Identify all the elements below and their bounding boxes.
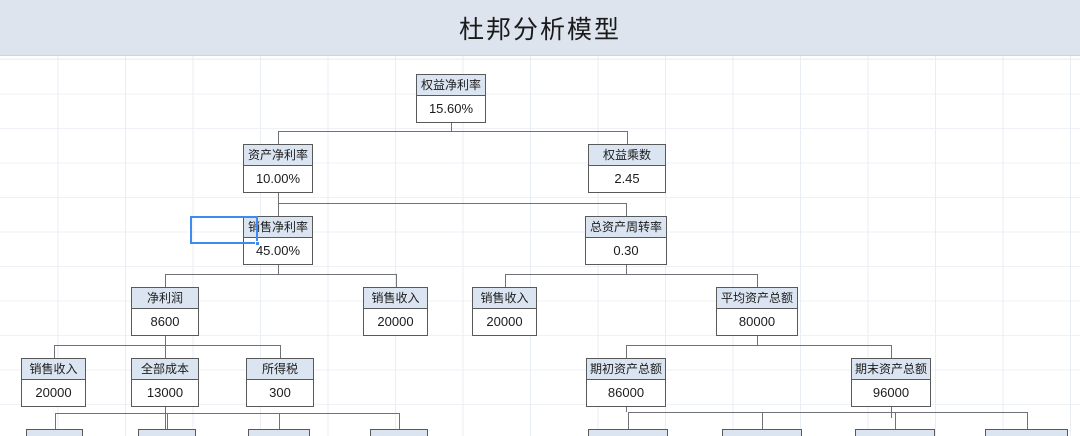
node-value: 20000 [473,309,536,335]
connector-vertical [279,413,280,429]
fill-handle[interactable] [255,241,260,246]
node-value: 2.45 [589,166,665,192]
node-label [723,430,801,436]
node-label: 销售收入 [22,359,85,380]
spreadsheet-canvas[interactable]: 权益净利率15.60%资产净利率10.00%权益乘数2.45销售净利率45.00… [0,56,1080,436]
connector-vertical [628,412,629,429]
connector-horizontal [278,131,627,132]
node-revenue-3[interactable]: 销售收入20000 [21,358,86,407]
node-label [139,430,195,436]
node-label [856,430,934,436]
node-revenue-1[interactable]: 销售收入20000 [363,287,428,336]
node-label: 资产净利率 [244,145,312,166]
connector-vertical [165,274,166,287]
partial-node-p7[interactable] [855,429,935,436]
node-value: 15.60% [417,96,485,122]
node-label [249,430,309,436]
node-value: 96000 [852,380,930,406]
node-total-cost[interactable]: 全部成本13000 [131,358,199,407]
node-equity-mult[interactable]: 权益乘数2.45 [588,144,666,193]
node-income-tax[interactable]: 所得税300 [246,358,314,407]
title-bar: 杜邦分析模型 [0,0,1080,56]
node-end-assets[interactable]: 期末资产总额96000 [851,358,931,407]
connector-vertical [396,274,397,287]
partial-node-p2[interactable] [138,429,196,436]
connector-horizontal [165,274,396,275]
node-roe[interactable]: 权益净利率15.60% [416,74,486,123]
node-label [27,430,82,436]
node-value: 86000 [587,380,665,406]
page-title: 杜邦分析模型 [459,10,621,46]
connector-vertical [54,345,55,358]
node-value: 20000 [364,309,427,335]
node-avg-assets[interactable]: 平均资产总额80000 [716,287,798,336]
node-label: 销售收入 [473,288,536,309]
node-label [589,430,667,436]
node-label: 期末资产总额 [852,359,930,380]
node-label: 净利润 [132,288,198,309]
node-value: 0.30 [586,238,666,264]
connector-vertical [165,345,166,358]
node-label: 期初资产总额 [587,359,665,380]
node-net-profit[interactable]: 净利润8600 [131,287,199,336]
partial-node-p6[interactable] [722,429,802,436]
partial-node-p3[interactable] [248,429,310,436]
node-label: 销售收入 [364,288,427,309]
node-begin-assets[interactable]: 期初资产总额86000 [586,358,666,407]
connector-vertical [627,131,628,144]
connector-vertical [891,345,892,358]
partial-node-p8[interactable] [985,429,1068,436]
partial-node-p5[interactable] [588,429,668,436]
node-value: 13000 [132,380,198,406]
node-label: 平均资产总额 [717,288,797,309]
connector-vertical [626,345,627,358]
active-cell-selection[interactable] [190,216,258,244]
connector-vertical [1027,412,1028,429]
connector-vertical [278,203,279,216]
partial-node-p4[interactable] [370,429,428,436]
connector-horizontal [55,413,400,414]
connector-vertical [399,413,400,429]
connector-horizontal [505,274,758,275]
connector-vertical [278,131,279,144]
connector-vertical [762,412,763,429]
connector-horizontal [278,203,626,204]
node-label: 权益乘数 [589,145,665,166]
partial-node-p1[interactable] [26,429,83,436]
node-label: 权益净利率 [417,75,485,96]
node-label: 总资产周转率 [586,217,666,238]
node-asset-turnover[interactable]: 总资产周转率0.30 [585,216,667,265]
connector-vertical [55,413,56,429]
node-value: 80000 [717,309,797,335]
connector-horizontal [628,412,1027,413]
node-label [371,430,427,436]
node-roa[interactable]: 资产净利率10.00% [243,144,313,193]
connector-vertical [167,413,168,429]
node-label: 全部成本 [132,359,198,380]
connector-vertical [626,203,627,216]
connector-vertical [505,274,506,287]
connector-vertical [280,345,281,358]
node-revenue-2[interactable]: 销售收入20000 [472,287,537,336]
node-value: 10.00% [244,166,312,192]
connector-horizontal [626,345,891,346]
connector-horizontal [54,345,281,346]
node-value: 20000 [22,380,85,406]
node-label [986,430,1067,436]
connector-vertical [757,274,758,287]
node-value: 8600 [132,309,198,335]
node-value: 300 [247,380,313,406]
connector-vertical [895,412,896,429]
node-label: 所得税 [247,359,313,380]
